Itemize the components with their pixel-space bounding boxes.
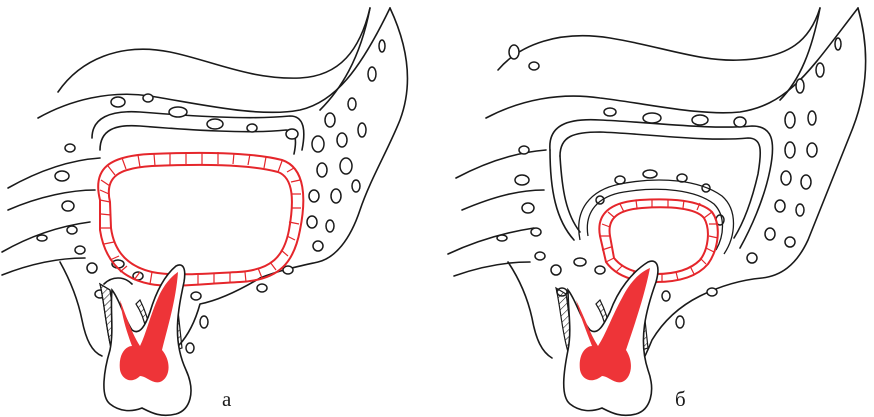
panel-b-bone-outline [448,8,866,388]
panel-b-label: б [675,387,686,411]
panel-a-cyst [98,152,303,286]
panel-a-bone-outline [2,8,407,360]
panel-a-tooth [100,265,191,415]
panel-b-bone-pores [497,38,841,328]
panel-a: а [2,8,407,415]
panel-a-label: а [222,387,232,411]
panel-b-tooth [556,261,658,415]
panel-a-bone-pores [37,40,385,353]
panel-b: б [448,8,866,415]
